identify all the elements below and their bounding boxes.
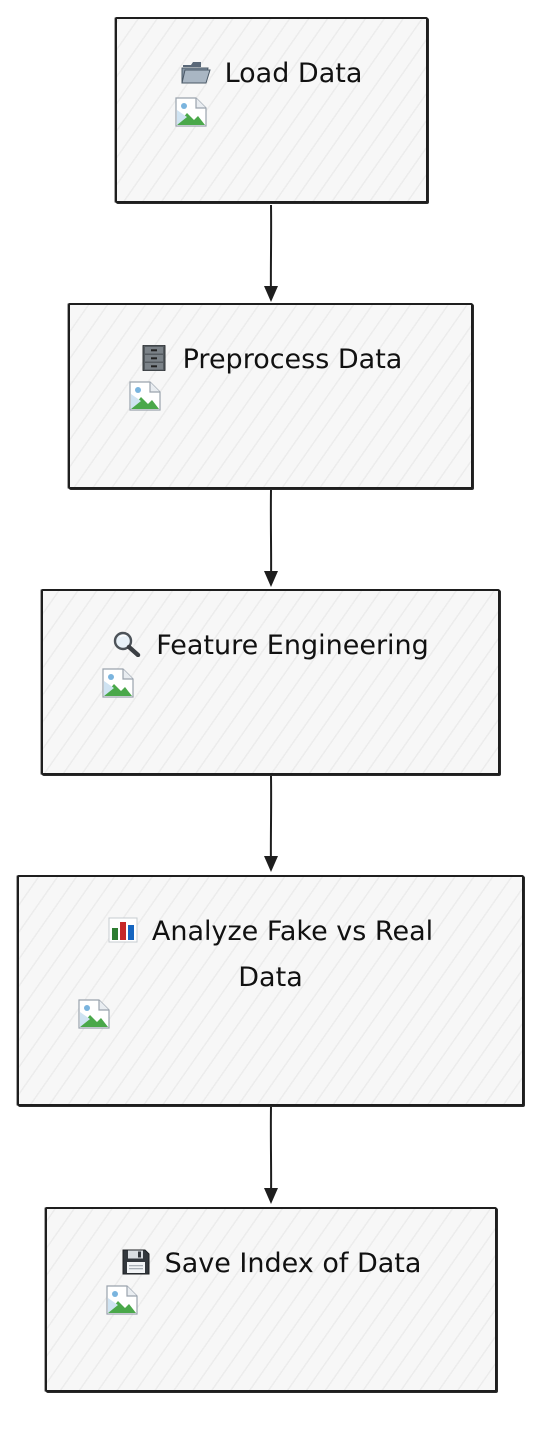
- broken-image-icon: [175, 97, 207, 127]
- node-preprocess-data-label-row: Preprocess Data: [70, 337, 471, 383]
- node-preprocess-data[interactable]: Preprocess Data: [68, 303, 473, 489]
- node-feature-engineering-label: Feature Engineering: [156, 630, 429, 661]
- node-load-data-label-row: Load Data: [117, 51, 426, 97]
- magnifier-icon: [112, 631, 142, 657]
- node-feature-engineering[interactable]: Feature Engineering: [41, 589, 500, 775]
- node-analyze-label-row-1: Analyze Fake vs Real: [19, 909, 522, 955]
- file-cabinet-icon: [139, 345, 169, 371]
- node-load-data[interactable]: Load Data: [115, 17, 428, 203]
- arrowhead-features-to-analyze: [264, 856, 278, 872]
- node-analyze-label-line1: Analyze Fake vs Real: [151, 916, 434, 947]
- node-analyze-label-row-2: Data: [19, 955, 522, 1001]
- node-preprocess-data-label: Preprocess Data: [182, 344, 403, 375]
- broken-image-icon: [78, 999, 110, 1029]
- node-analyze-label-line2: Data: [238, 962, 303, 993]
- node-load-data-label: Load Data: [224, 58, 363, 89]
- broken-image-icon: [102, 668, 134, 698]
- broken-image-icon: [106, 1285, 138, 1315]
- folder-icon: [180, 59, 211, 85]
- arrowhead-load-to-preprocess: [264, 286, 278, 302]
- arrowhead-preprocess-to-features: [264, 571, 278, 587]
- node-analyze-fake-vs-real-data[interactable]: Analyze Fake vs Real Data: [17, 875, 524, 1106]
- node-save-index-label-row: Save Index of Data: [47, 1241, 495, 1287]
- node-feature-engineering-label-row: Feature Engineering: [43, 623, 498, 669]
- node-save-index-label: Save Index of Data: [164, 1248, 422, 1279]
- bar-chart-icon: [108, 917, 138, 943]
- floppy-disk-icon: [121, 1249, 151, 1275]
- arrowhead-analyze-to-save: [264, 1188, 278, 1204]
- broken-image-icon: [129, 381, 161, 411]
- node-save-index-of-data[interactable]: Save Index of Data: [45, 1207, 497, 1392]
